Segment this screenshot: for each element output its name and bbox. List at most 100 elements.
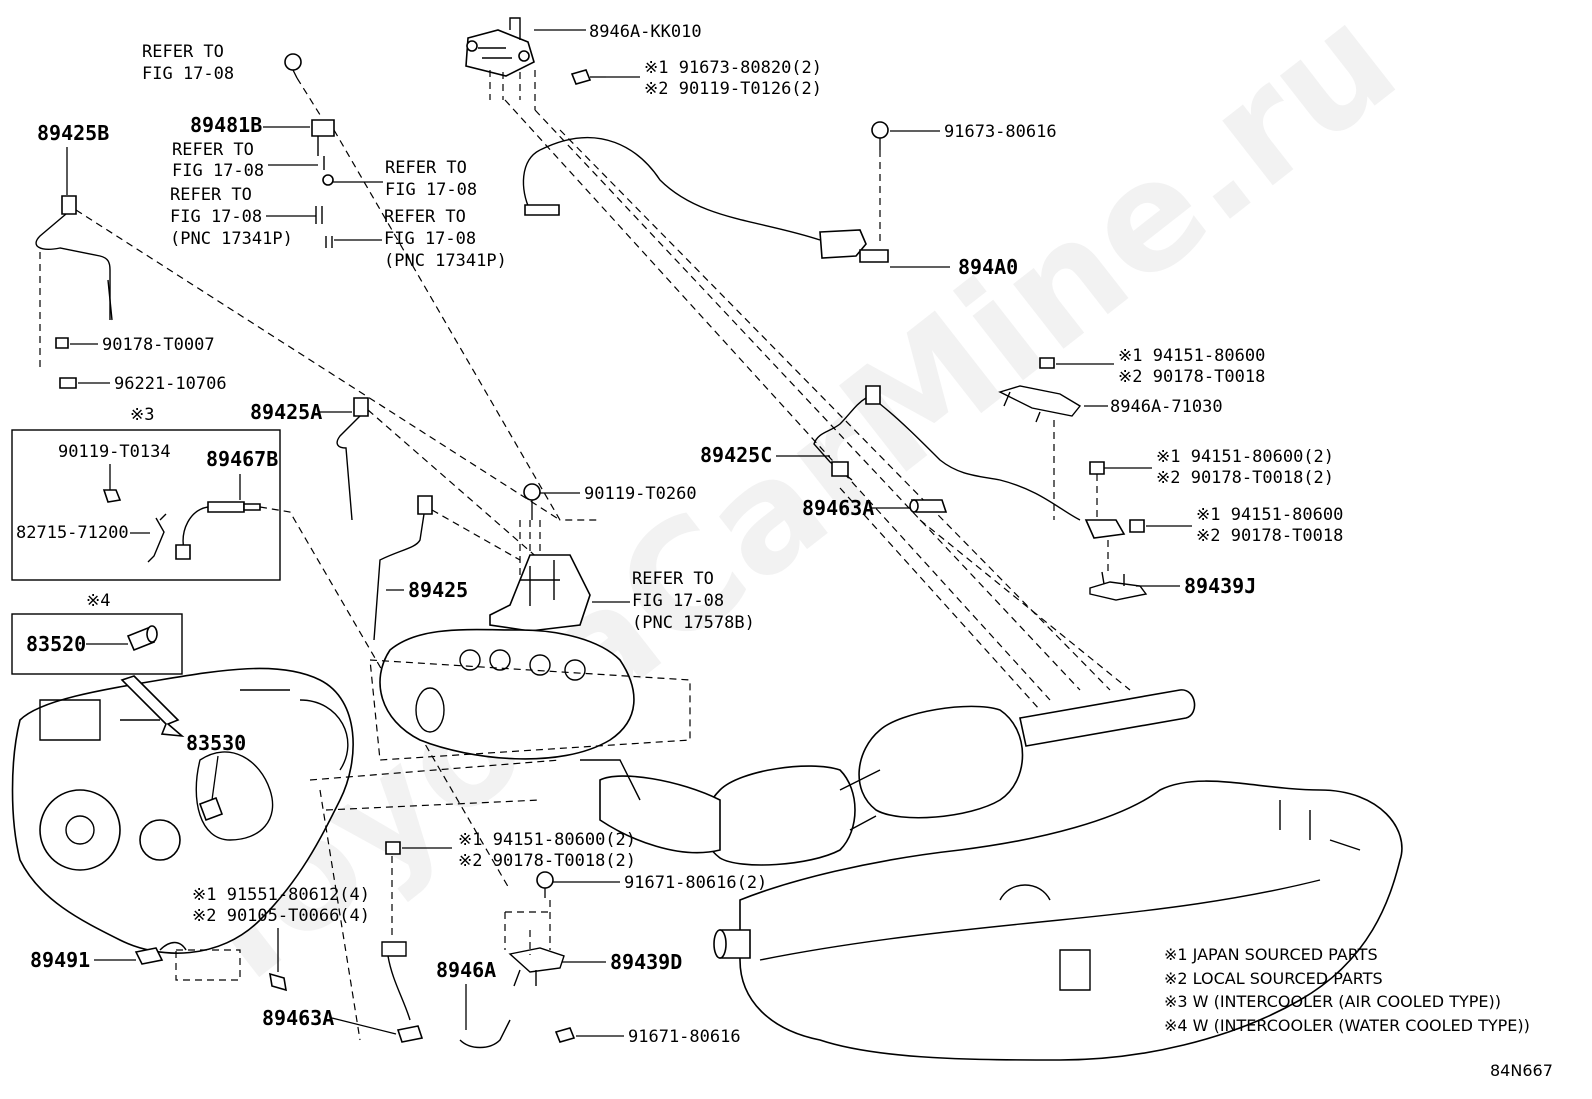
refer-label-bracket-1: REFER TO (632, 569, 714, 589)
oxygen-sensor-89467b (175, 501, 261, 560)
label-91551-80612: ※1 91551-80612(4) (192, 885, 370, 905)
refer-label-hose-2: FIG 17-08 (384, 229, 476, 249)
clamp-96221-10706 (59, 377, 77, 389)
pnc-label-left: (PNC 17341P) (170, 229, 293, 249)
label-89463a-rear: 89463A (802, 496, 874, 520)
pnc-label-right: (PNC 17341P) (384, 251, 507, 271)
label-83530: 83530 (186, 731, 246, 755)
label-8946a-71030: 8946A-71030 (1110, 397, 1223, 417)
label-89463a-front: 89463A (262, 1006, 334, 1030)
nox-sensor-harness (522, 136, 889, 263)
arrow-indicator (120, 675, 185, 738)
exhaust-temp-sensor-89425 (373, 495, 521, 641)
box-air-cooled-intercooler (11, 429, 281, 581)
sensor-83530 (198, 796, 224, 822)
refer-label-top-1: REFER TO (142, 42, 224, 62)
label-90178-t0018-b: ※2 90178-T0018(2) (1156, 468, 1334, 488)
label-82715-71200: 82715-71200 (16, 523, 129, 543)
bolt-91671-80616 (554, 1027, 576, 1043)
pressure-sensor-89481b (311, 119, 335, 170)
refer-label-top-2: FIG 17-08 (142, 64, 234, 84)
label-90119-t0126: ※2 90119-T0126(2) (644, 79, 822, 99)
bracket-89439d (508, 947, 565, 987)
bolt-91551-80612 (269, 972, 287, 992)
bolt-90119-t0260 (523, 483, 541, 520)
refer-label-hose-1: REFER TO (384, 207, 466, 227)
bolt-91673-80820 (570, 69, 606, 85)
box-water-cooled-intercooler (11, 613, 183, 675)
label-94151-80600-a: ※1 94151-80600 (1118, 346, 1265, 366)
bracket-89439j (1089, 571, 1148, 601)
refer-label-mid-2: FIG 17-08 (172, 161, 264, 181)
oxygen-sensor-harness-rear (879, 403, 1081, 521)
harness-bracket-8946a-71030 (998, 385, 1082, 423)
harness-bracket-8946a (459, 1019, 511, 1049)
label-89481b: 89481B (190, 113, 262, 137)
sensor-bracket-center (489, 554, 591, 632)
refer-label-right-1: REFER TO (385, 158, 467, 178)
legend: ※1 JAPAN SOURCED PARTS ※2 LOCAL SOURCED … (1164, 945, 1530, 1035)
label-90119-t0134: 90119-T0134 (58, 442, 171, 462)
label-91671-80616: 91671-80616 (628, 1027, 741, 1047)
refer-label-low-1: REFER TO (170, 185, 252, 205)
label-91673-80820: ※1 91673-80820(2) (644, 58, 822, 78)
mark-4: ※4 (86, 591, 110, 611)
label-90119-t0260: 90119-T0260 (584, 484, 697, 504)
nut-94151-80600-d (385, 841, 401, 855)
label-96221-10706: 96221-10706 (114, 374, 227, 394)
label-94151-80600-b: ※1 94151-80600(2) (1156, 447, 1334, 467)
fuel-tank (713, 780, 1403, 1061)
label-90178-t0018-d: ※2 90178-T0018(2) (458, 851, 636, 871)
clamp-90178-t0007 (55, 337, 69, 349)
label-94151-80600-c: ※1 94151-80600 (1196, 505, 1343, 525)
label-89425c: 89425C (700, 443, 772, 467)
exhaust-temp-sensor-89425a (336, 397, 541, 561)
exhaust-manifold (369, 628, 691, 761)
mark-3: ※3 (130, 405, 154, 425)
label-8946a-kk010: 8946A-KK010 (589, 22, 702, 42)
label-89467b: 89467B (206, 447, 278, 471)
bracket-lower-left (381, 941, 424, 1043)
refer-label-low-2: FIG 17-08 (170, 207, 262, 227)
label-89439d: 89439D (610, 950, 682, 974)
nut-94151-80600-c (1129, 519, 1145, 533)
bracket-82715-71200 (147, 513, 167, 563)
nut-94151-80600-b (1089, 461, 1105, 475)
label-91673-80616: 91673-80616 (944, 122, 1057, 142)
figure-code: 84N667 (1490, 1061, 1553, 1080)
legend-item: ※2 LOCAL SOURCED PARTS (1164, 969, 1383, 988)
legend-item: ※1 JAPAN SOURCED PARTS (1164, 945, 1378, 964)
label-91671-80616-2: 91671-80616(2) (624, 873, 767, 893)
bolt-91671-80616-2 (536, 871, 554, 898)
label-89425a: 89425A (250, 400, 322, 424)
legend-item: ※3 W (INTERCOOLER (AIR COOLED TYPE)) (1164, 992, 1501, 1011)
label-90178-t0018-c: ※2 90178-T0018 (1196, 526, 1343, 546)
nut-94151-80600-a (1039, 357, 1055, 369)
label-89491: 89491 (30, 948, 90, 972)
clamp-bracket-rear (1084, 519, 1126, 539)
sensor-89491 (134, 941, 187, 965)
exhaust-pipe-assembly (580, 689, 1196, 866)
label-90105-t0066: ※2 90105-T0066(4) (192, 906, 370, 926)
refer-label-right-2: FIG 17-08 (385, 180, 477, 200)
label-83520: 83520 (26, 632, 86, 656)
ecu-bracket-8946a-kk010 (465, 17, 535, 77)
engine-assembly (11, 667, 354, 954)
label-94151-80600-d: ※1 94151-80600(2) (458, 830, 636, 850)
switch-83520 (126, 625, 158, 652)
exhaust-temp-sensor-89425b (35, 195, 113, 321)
legend-item: ※4 W (INTERCOOLER (WATER COOLED TYPE)) (1164, 1016, 1530, 1035)
label-8946a: 8946A (436, 958, 496, 982)
refer-label-mid-1: REFER TO (172, 140, 254, 160)
bolt-90119-t0134 (102, 489, 122, 503)
label-894a0: 894A0 (958, 255, 1018, 279)
label-90178-t0018-a: ※2 90178-T0018 (1118, 367, 1265, 387)
refer-label-bracket-2: FIG 17-08 (632, 591, 724, 611)
label-89439j: 89439J (1184, 574, 1256, 598)
label-90178-t0007: 90178-T0007 (102, 335, 215, 355)
label-89425b: 89425B (37, 121, 109, 145)
pnc-label-17578b: (PNC 17578B) (632, 613, 755, 633)
oxygen-sensor-89463a-rear (909, 499, 948, 513)
plug-bolt-top (284, 53, 302, 79)
